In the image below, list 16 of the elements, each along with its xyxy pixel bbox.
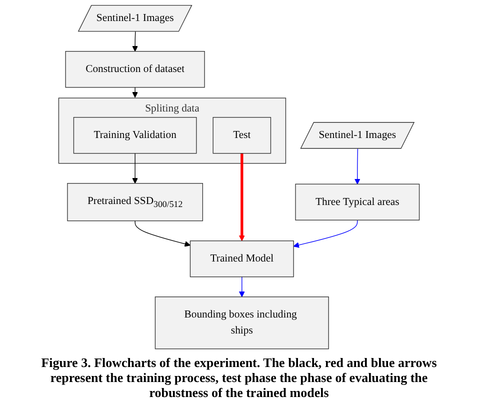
node-box: Trained Model	[190, 240, 294, 278]
arrow	[132, 153, 138, 184]
arrow	[238, 276, 245, 298]
arrow	[132, 87, 138, 98]
arrow	[238, 153, 245, 242]
arrow	[134, 220, 190, 247]
arrow	[132, 31, 138, 52]
node-box: Construction of dataset	[65, 51, 205, 88]
node-box: Pretrained SSD$_{300/512}$	[67, 183, 204, 222]
node-box: Training Validation	[73, 117, 197, 154]
figure-caption: Figure 3. Flowcharts of the experiment. The black, red and blue arrows represent the training process, test phase the phase of evaluating the robustness of the trained models	[40, 354, 438, 402]
node-box: Bounding boxes including ships	[154, 296, 329, 350]
arrow	[293, 220, 358, 248]
node-box: Three Typical areas	[295, 184, 420, 220]
node-box: Test	[212, 117, 272, 154]
arrow	[354, 148, 360, 184]
